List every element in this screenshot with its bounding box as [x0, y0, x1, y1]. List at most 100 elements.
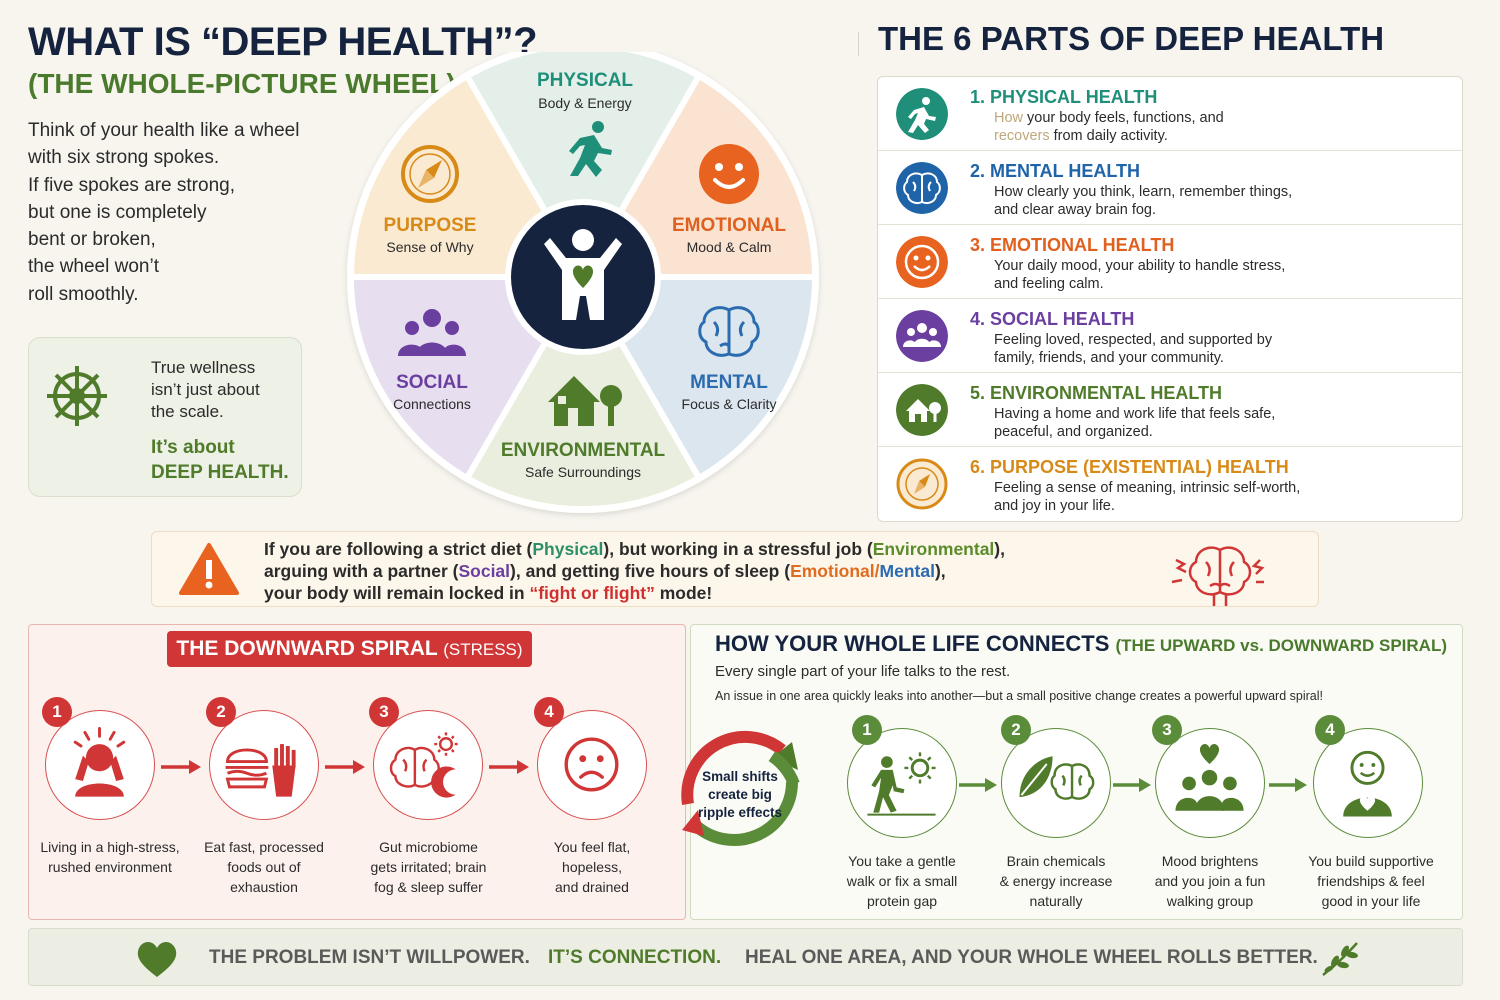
upward-step-3 — [1155, 728, 1265, 838]
warning-text: your body will remain locked in “fight o… — [264, 583, 713, 603]
part-description: Your daily mood, your ability to handle … — [994, 258, 1286, 274]
intro-text: Think of your health like a wheel — [28, 120, 300, 141]
part-row-mental: 2. MENTAL HEALTH How clearly you think, … — [878, 151, 1462, 225]
walker-sun-icon — [867, 752, 936, 816]
wheel-sublabel-mental: Focus & Clarity — [682, 396, 777, 412]
sprig-icon — [1322, 942, 1358, 976]
ship-wheel-icon — [47, 366, 107, 426]
wheel-label-physical: PHYSICAL — [537, 70, 633, 91]
stressed-person-icon — [73, 727, 126, 797]
arrow-right-icon — [489, 760, 529, 774]
downward-step-1 — [45, 710, 155, 820]
wellness-text: the scale. — [151, 402, 224, 421]
upward-spiral-title: HOW YOUR WHOLE LIFE CONNECTS (THE UPWARD… — [715, 631, 1447, 656]
arrow-right-icon — [161, 760, 201, 774]
health-wheel: PHYSICAL Body & Energy EMOTIONAL Mood & … — [347, 52, 819, 513]
part-description: family, friends, and your community. — [994, 350, 1224, 366]
wellness-emphasis: It’s about — [151, 437, 235, 458]
part-description: recovers from daily activity. — [994, 128, 1168, 144]
intro-text: roll smoothly. — [28, 284, 139, 305]
part-title: 5. ENVIRONMENTAL HEALTH — [970, 383, 1223, 403]
wheel-label-environmental: ENVIRONMENTAL — [501, 440, 666, 461]
downward-step-4 — [537, 710, 647, 820]
page-title: WHAT IS “DEEP HEALTH”? — [28, 20, 538, 64]
step-number: 1 — [42, 697, 72, 727]
intro-text: with six strong spokes. — [28, 147, 220, 168]
wheel-label-purpose: PURPOSE — [384, 215, 477, 236]
arrow-right-icon — [325, 760, 365, 774]
upward-description: An issue in one area quickly leaks into … — [715, 689, 1323, 703]
part-title: 2. MENTAL HEALTH — [970, 161, 1140, 181]
step-caption: You feel flat,hopeless,and drained — [553, 839, 631, 895]
part-description: How your body feels, functions, and — [994, 110, 1224, 126]
brain-icon — [698, 306, 760, 357]
parts-title: THE 6 PARTS OF DEEP HEALTH — [878, 20, 1385, 57]
smiley-icon — [699, 144, 759, 204]
part-description: Feeling loved, respected, and supported … — [994, 332, 1273, 348]
group-heart-icon — [1175, 744, 1244, 811]
divider — [858, 32, 859, 56]
part-description: and clear away brain fog. — [994, 202, 1157, 218]
footer-text: THE PROBLEM ISN’T WILLPOWER. — [209, 947, 530, 968]
wheel-label-emotional: EMOTIONAL — [672, 215, 786, 236]
part-row-environmental: 5. ENVIRONMENTAL HEALTH Having a home an… — [878, 373, 1462, 447]
house-tree-icon — [896, 384, 948, 436]
footer-text: IT’S CONNECTION. — [548, 947, 722, 968]
part-description: Having a home and work life that feels s… — [994, 406, 1276, 422]
part-title: 1. PHYSICAL HEALTH — [970, 87, 1158, 107]
part-row-emotional: 3. EMOTIONAL HEALTH Your daily mood, you… — [878, 225, 1462, 299]
upward-step-2 — [1001, 728, 1111, 838]
step-number: 3 — [369, 697, 399, 727]
part-description: and joy in your life. — [994, 498, 1115, 514]
part-description: How clearly you think, learn, remember t… — [994, 184, 1293, 200]
upward-step-1 — [847, 728, 957, 838]
house-tree-icon — [548, 376, 622, 426]
step-number: 4 — [1315, 715, 1345, 745]
parts-list: 1. PHYSICAL HEALTH How your body feels, … — [877, 76, 1463, 522]
part-description: and feeling calm. — [994, 276, 1104, 292]
part-title: 3. EMOTIONAL HEALTH — [970, 235, 1175, 255]
arrow-right-icon — [1113, 778, 1151, 792]
downward-step-2 — [209, 710, 319, 820]
happy-person-icon — [1343, 750, 1392, 817]
part-row-social: 4. SOCIAL HEALTH Feeling loved, respecte… — [878, 299, 1462, 373]
intro-text: If five spokes are strong, — [28, 175, 235, 196]
downward-spiral-panel: THE DOWNWARD SPIRAL (STRESS) 1 Living in… — [28, 624, 686, 920]
wheel-sublabel-social: Connections — [393, 396, 471, 412]
warning-text: If you are following a strict diet (Phys… — [264, 539, 1005, 559]
part-description: peaceful, and organized. — [994, 424, 1153, 440]
page-subtitle: (THE WHOLE-PICTURE WHEEL) — [28, 68, 456, 99]
warning-callout: If you are following a strict diet (Phys… — [151, 531, 1319, 607]
compass-icon — [401, 145, 459, 203]
fast-food-icon — [225, 744, 296, 797]
part-description: Feeling a sense of meaning, intrinsic se… — [994, 480, 1301, 496]
wellness-text: isn’t just about — [151, 380, 260, 399]
warning-icon — [179, 543, 239, 595]
warning-text: arguing with a partner (Social), and get… — [264, 561, 946, 581]
wheel-sublabel-purpose: Sense of Why — [386, 239, 473, 255]
downward-step-3 — [373, 710, 483, 820]
step-number: 4 — [534, 697, 564, 727]
step-number: 1 — [852, 715, 882, 745]
part-row-physical: 1. PHYSICAL HEALTH How your body feels, … — [878, 77, 1462, 151]
upward-subtitle: Every single part of your life talks to … — [715, 663, 1011, 680]
wellness-text: True wellness — [151, 358, 256, 377]
runner-icon — [569, 121, 612, 177]
arrow-right-icon — [1269, 778, 1307, 792]
ripple-cycle-icon — [681, 730, 800, 846]
step-caption: Living in a high-stress,rushed environme… — [40, 839, 180, 875]
wellness-callout: True wellness isn’t just about the scale… — [28, 337, 302, 497]
upward-step-4 — [1313, 728, 1423, 838]
part-title: 4. SOCIAL HEALTH — [970, 309, 1135, 329]
compass-icon — [896, 458, 948, 510]
wheel-sublabel-emotional: Mood & Calm — [687, 239, 772, 255]
part-title: 6. PURPOSE (EXISTENTIAL) HEALTH — [970, 457, 1289, 477]
runner-icon — [896, 88, 948, 140]
